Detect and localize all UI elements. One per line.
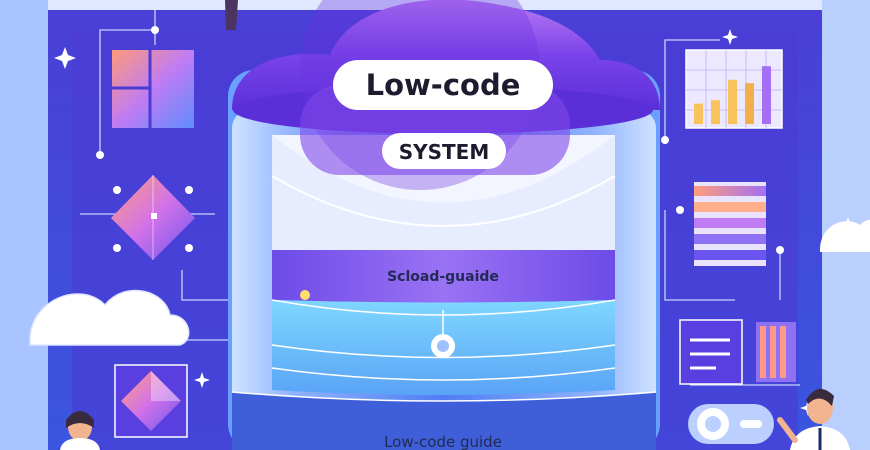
footer-label: Low-code guide	[384, 433, 502, 450]
subtitle-text: SYSTEM	[399, 140, 490, 164]
bar-1	[694, 103, 703, 124]
person-right-figure	[777, 388, 850, 450]
stripe-card	[694, 182, 766, 266]
base-band	[232, 392, 656, 450]
diamond-box	[114, 364, 188, 438]
circuit-nodes	[96, 26, 784, 254]
document-panel	[679, 319, 796, 385]
person-top-figure	[225, 0, 238, 30]
purple-band	[272, 250, 615, 303]
bar-5	[762, 66, 771, 124]
band-label: Scload-guaide	[387, 269, 499, 285]
title-pill: Low-code	[333, 60, 553, 110]
diamond-shape	[111, 175, 195, 260]
toggle-switch-icon	[688, 404, 774, 444]
title-text: Low-code	[366, 68, 521, 102]
person-left-figure	[60, 411, 100, 450]
cloud-right	[820, 219, 870, 252]
bar-3	[728, 79, 737, 124]
subtitle-pill: SYSTEM	[382, 133, 506, 169]
gradient-tile	[112, 50, 194, 128]
bar-2	[711, 100, 720, 124]
left-side-panel	[0, 0, 48, 450]
bar-chart-widget	[685, 49, 783, 129]
cloud-left	[29, 289, 190, 346]
bar-4	[745, 83, 754, 124]
